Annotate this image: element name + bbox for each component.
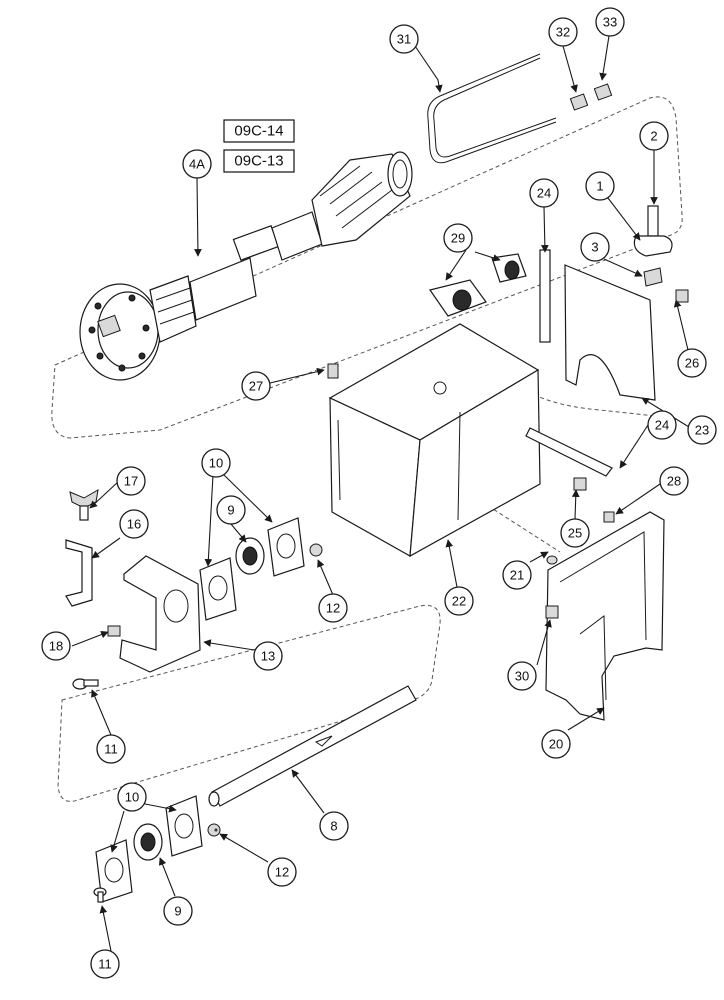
bin-cover <box>328 323 541 558</box>
callout-17[interactable]: 17 <box>116 466 146 496</box>
reference-label: 09C-13 <box>234 153 283 170</box>
strap-24 <box>539 249 551 343</box>
carriage-bolt <box>72 678 99 690</box>
bearing-bracket <box>119 555 201 673</box>
callout-number: 24 <box>655 418 669 433</box>
callout-16[interactable]: 16 <box>119 509 149 539</box>
callout-33[interactable]: 33 <box>595 7 625 37</box>
callout-10-upper[interactable]: 10 <box>201 448 231 478</box>
callout-number: 22 <box>452 594 466 609</box>
callout-number: 24 <box>537 186 551 201</box>
side-plate <box>564 264 656 401</box>
reference-label: 09C-14 <box>234 123 283 140</box>
callout-number: 4A <box>189 157 205 172</box>
upper-flange-bearing <box>199 517 323 621</box>
callout-1[interactable]: 1 <box>585 171 615 201</box>
callout-11-lower[interactable]: 11 <box>90 949 120 979</box>
callout-26[interactable]: 26 <box>677 348 707 378</box>
callout-number: 11 <box>104 742 118 757</box>
callout-number: 13 <box>261 649 275 664</box>
callout-number: 9 <box>174 904 181 919</box>
frame-20 <box>545 477 665 721</box>
callout-8[interactable]: 8 <box>319 811 349 841</box>
bearing-29 <box>429 253 527 317</box>
shield-rod <box>427 53 613 164</box>
reference-09c-13[interactable]: 09C-13 <box>223 149 295 173</box>
callout-2[interactable]: 2 <box>639 121 669 151</box>
callout-number: 1 <box>596 179 603 194</box>
callout-24-upper[interactable]: 24 <box>529 178 559 208</box>
callout-number: 18 <box>49 639 63 654</box>
callout-10-lower[interactable]: 10 <box>117 782 147 812</box>
callout-number: 12 <box>275 865 289 880</box>
callout-number: 26 <box>685 356 699 371</box>
callout-21[interactable]: 21 <box>502 560 532 590</box>
callout-number: 21 <box>510 568 524 583</box>
callout-number: 31 <box>397 32 411 47</box>
callout-number: 2 <box>650 129 657 144</box>
callout-number: 17 <box>124 474 138 489</box>
clip-16 <box>65 539 93 607</box>
callout-32[interactable]: 32 <box>548 17 578 47</box>
callout-12-lower[interactable]: 12 <box>267 857 297 887</box>
callout-number: 30 <box>515 669 529 684</box>
callout-number: 12 <box>326 601 340 616</box>
callout-24-lower[interactable]: 24 <box>647 410 677 440</box>
callout-25[interactable]: 25 <box>560 518 590 548</box>
callout-30[interactable]: 30 <box>507 661 537 691</box>
callout-28[interactable]: 28 <box>659 466 689 496</box>
callout-13[interactable]: 13 <box>253 641 283 671</box>
callout-31[interactable]: 31 <box>389 24 419 54</box>
callout-number: 33 <box>603 15 617 30</box>
callout-number: 8 <box>330 819 337 834</box>
callout-number: 3 <box>591 240 598 255</box>
callout-9-lower[interactable]: 9 <box>163 896 193 926</box>
callout-12-upper[interactable]: 12 <box>318 593 348 623</box>
callout-9-upper[interactable]: 9 <box>216 495 246 525</box>
callout-number: 23 <box>695 423 709 438</box>
strap-24-lower <box>525 427 613 477</box>
pto-drive-shaft <box>79 151 413 381</box>
callout-number: 32 <box>556 25 570 40</box>
bolt-18 <box>107 625 121 637</box>
callout-number: 29 <box>451 231 465 246</box>
callout-number: 9 <box>227 503 234 518</box>
callout-29[interactable]: 29 <box>443 223 473 253</box>
callout-18[interactable]: 18 <box>41 631 71 661</box>
callout-20[interactable]: 20 <box>541 729 571 759</box>
callout-number: 11 <box>98 957 112 972</box>
callout-number: 10 <box>125 790 139 805</box>
callout-23[interactable]: 23 <box>687 415 717 445</box>
callout-number: 25 <box>568 526 582 541</box>
callout-number: 28 <box>667 474 681 489</box>
callout-27[interactable]: 27 <box>241 371 271 401</box>
clamp-assembly <box>633 205 689 303</box>
callout-4a[interactable]: 4A <box>182 149 212 179</box>
hardware <box>214 363 339 832</box>
callout-number: 16 <box>127 517 141 532</box>
callout-11-upper[interactable]: 11 <box>96 734 126 764</box>
reference-09c-14[interactable]: 09C-14 <box>223 119 295 143</box>
drive-shaft-8 <box>208 685 417 807</box>
callout-22[interactable]: 22 <box>444 586 474 616</box>
lower-group-outline <box>57 604 441 802</box>
callout-3[interactable]: 3 <box>580 232 610 262</box>
callout-number: 27 <box>249 379 263 394</box>
lower-flange-bearing <box>93 795 221 903</box>
callout-number: 20 <box>549 737 563 752</box>
callout-number: 10 <box>209 456 223 471</box>
